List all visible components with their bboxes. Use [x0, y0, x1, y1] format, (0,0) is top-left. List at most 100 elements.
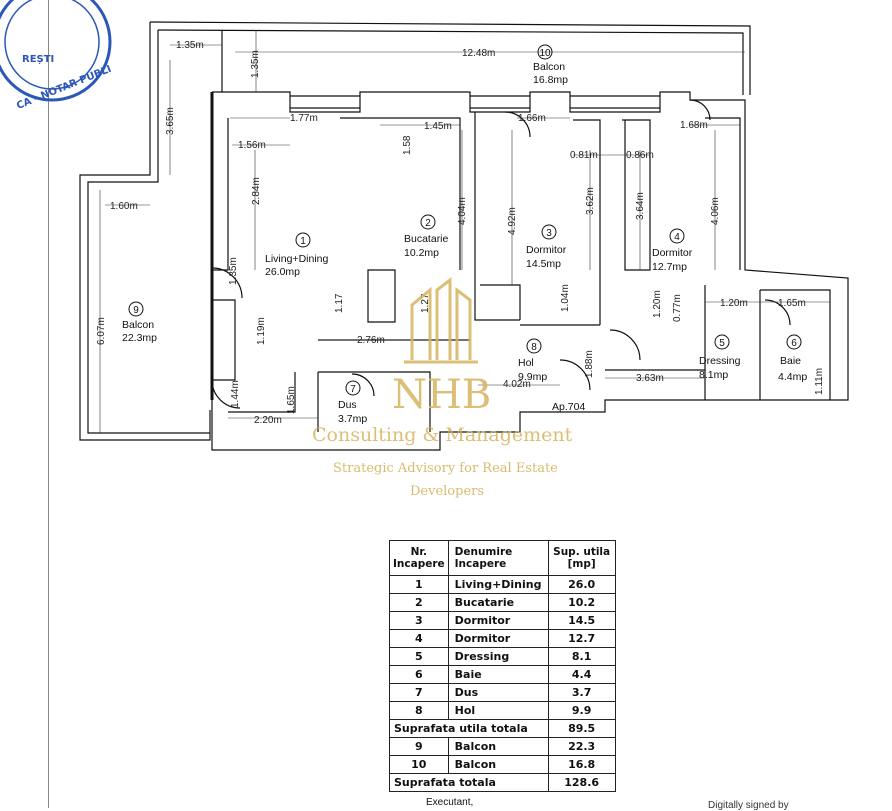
cell-nr: 5	[389, 647, 449, 666]
dim-label: 1.27	[420, 293, 431, 313]
svg-text:10: 10	[539, 48, 551, 59]
svg-text:Bucatarie: Bucatarie	[404, 233, 449, 245]
room-4-label: 4 Dormitor 12.7mp	[652, 228, 693, 273]
watermark-subtitle: Developers	[410, 484, 484, 499]
watermark-subtitle: Strategic Advisory for Real Estate	[333, 461, 558, 476]
cell-area: 9.9	[547, 701, 616, 720]
svg-text:7: 7	[350, 384, 356, 395]
wall-bath	[760, 289, 831, 400]
dim-label: 1.35m	[250, 50, 261, 78]
cell-total-label: Suprafata totala	[389, 773, 549, 792]
dim-label: 2.84m	[251, 177, 262, 205]
door-dressing	[609, 329, 641, 361]
svg-text:4: 4	[674, 232, 680, 243]
cell-name: Bucatarie	[447, 593, 549, 612]
dim-label: 1.65m	[286, 386, 297, 414]
room-6-label: 6 Baie 4.4mp	[778, 334, 807, 383]
apartment-outline	[211, 91, 849, 451]
svg-text:6: 6	[791, 338, 797, 349]
svg-text:8: 8	[531, 342, 537, 353]
door-living-south	[211, 379, 241, 409]
cell-area: 4.4	[547, 665, 616, 684]
cell-area: 22.3	[547, 737, 616, 756]
svg-text:4.4mp: 4.4mp	[778, 371, 807, 383]
dim-label: 1.65m	[778, 298, 806, 309]
executant-label: Executant,	[426, 797, 474, 808]
door-bath	[764, 299, 791, 326]
door-dus	[351, 373, 375, 397]
svg-text:8.1mp: 8.1mp	[699, 369, 728, 381]
room-2-label: 2 Bucatarie 10.2mp	[404, 214, 449, 259]
dim-label: 0.77m	[672, 294, 683, 322]
cell-name: Dormitor	[447, 629, 549, 648]
svg-text:Dormitor: Dormitor	[526, 244, 567, 256]
dim-label: 1.11m	[814, 368, 825, 395]
dim-label: 4.02m	[503, 379, 531, 390]
cell-name: Dormitor	[447, 611, 549, 630]
svg-text:1: 1	[300, 236, 306, 247]
cell-name: Balcon	[447, 737, 549, 756]
cell-area: 16.8	[547, 755, 616, 774]
svg-text:Baie: Baie	[780, 355, 801, 367]
column-living	[367, 269, 396, 323]
cell-nr: 10	[389, 755, 449, 774]
svg-text:26.0mp: 26.0mp	[265, 266, 300, 278]
digital-signature-label: Digitally signed by	[708, 800, 789, 811]
watermark-brand: NHB	[392, 372, 491, 418]
dim-label: 0.81m	[570, 150, 598, 161]
svg-text:Dressing: Dressing	[699, 355, 741, 367]
dim-label: 1.04m	[560, 284, 571, 312]
cell-area: 26.0	[547, 575, 616, 594]
dim-label: 1.35m	[228, 257, 239, 285]
cell-name: Hol	[447, 701, 549, 720]
dim-label: 1.44m	[230, 380, 241, 408]
dim-label: 4.92m	[507, 207, 518, 235]
cell-nr: 7	[389, 683, 449, 702]
dim-label: 4.04m	[457, 197, 468, 225]
dim-label: 1.20m	[652, 290, 663, 318]
door-bedroom3	[504, 111, 531, 138]
dim-label: 6.07m	[96, 317, 107, 345]
wall-living-left	[212, 118, 229, 271]
dim-label: 1.77m	[290, 113, 318, 124]
dim-label: 1.19m	[256, 317, 267, 345]
cell-area: 14.5	[547, 611, 616, 630]
dim-label: 3.65m	[165, 107, 176, 135]
table-header-nr: Nr.Incapere	[389, 540, 449, 576]
cell-nr: 8	[389, 701, 449, 720]
dim-label: 1.17	[334, 293, 345, 313]
room-1-label: 1 Living+Dining 26.0mp	[265, 232, 328, 278]
balcony-outline-left	[79, 22, 211, 441]
table-header-area: Sup. utila[mp]	[547, 540, 616, 576]
room-3-label: 3 Dormitor 14.5mp	[526, 224, 567, 270]
wall-bedroom4-east	[705, 117, 741, 270]
cell-subtotal-label: Suprafata utila totala	[389, 719, 549, 738]
watermark: NHB Consulting & Management Strategic Ad…	[312, 276, 573, 499]
dim-label: 1.68m	[680, 120, 708, 131]
dim-label: 4.06m	[710, 197, 721, 225]
notary-stamp: REȘTI CA - NOTAR PUBLI	[0, 0, 113, 112]
wall-bedroom3	[573, 119, 601, 325]
svg-text:Dus: Dus	[338, 399, 357, 411]
dim-label: 1.60m	[110, 201, 138, 212]
dim-label: 1.56m	[238, 140, 266, 151]
svg-text:5: 5	[719, 338, 725, 349]
cell-name: Dressing	[447, 647, 549, 666]
svg-text:10.2mp: 10.2mp	[404, 247, 439, 259]
cell-nr: 6	[389, 665, 449, 684]
room-5-label: 5 Dressing 8.1mp	[699, 334, 741, 381]
dim-label: 1.88m	[584, 350, 595, 378]
wall-living-south	[228, 372, 296, 413]
cell-name: Dus	[447, 683, 549, 702]
